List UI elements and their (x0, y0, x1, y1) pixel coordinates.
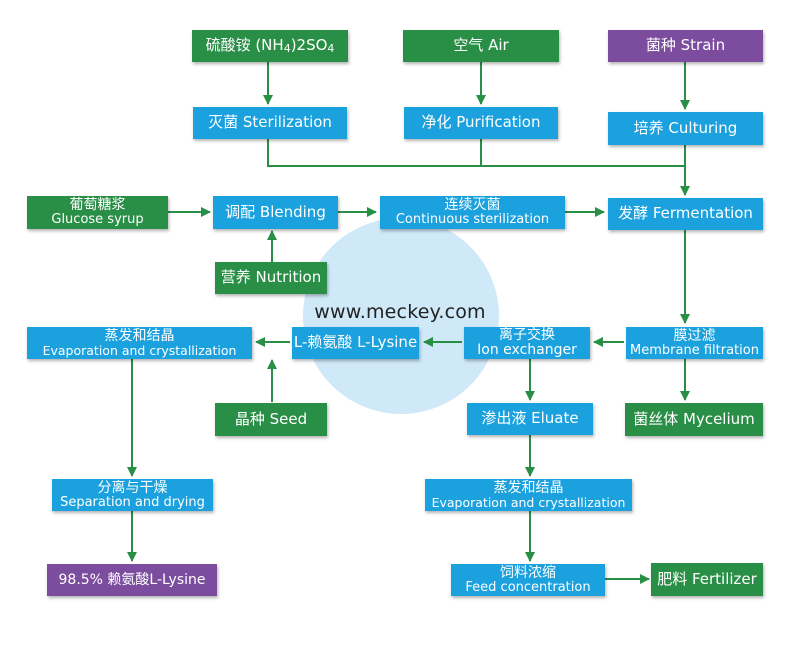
node-product-lysine: 98.5% 赖氨酸L-Lysine (47, 564, 217, 596)
node-eluate: 渗出液 Eluate (467, 403, 593, 435)
node-fertilizer: 肥料 Fertilizer (651, 563, 763, 596)
node-fermentation: 发酵 Fermentation (608, 198, 763, 230)
node-blending: 调配 Blending (213, 196, 338, 229)
node-nutrition: 营养 Nutrition (215, 262, 327, 294)
connector-sterilization-to-fermentation (267, 139, 685, 167)
node-air: 空气 Air (403, 30, 559, 62)
node-sterilization: 灭菌 Sterilization (193, 107, 347, 139)
node-purification: 净化 Purification (404, 107, 558, 139)
node-ammonium-sulfate: 硫酸铵 (NH4)2SO4 (192, 30, 348, 62)
watermark-circle (303, 218, 499, 414)
watermark-text: www.meckey.com (314, 301, 486, 323)
node-mycelium: 菌丝体 Mycelium (625, 403, 763, 436)
node-l-lysine: L-赖氨酸 L-Lysine (292, 327, 419, 359)
node-seed: 晶种 Seed (215, 403, 327, 436)
node-strain: 菌种 Strain (608, 30, 763, 62)
node-culturing: 培养 Culturing (608, 112, 763, 145)
